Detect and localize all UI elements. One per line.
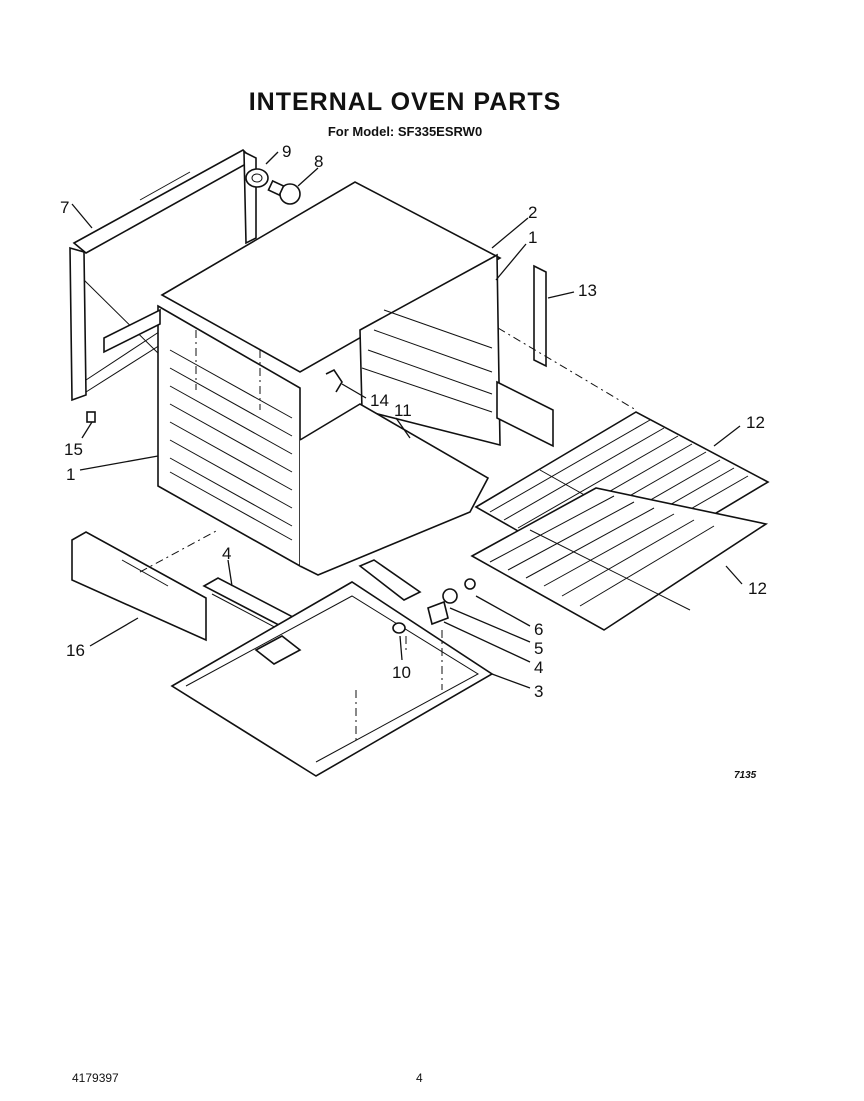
alignment-lines (139, 327, 637, 740)
part-13-bracket (533, 264, 547, 368)
part-10-nut (392, 622, 406, 634)
callout-11: 11 (394, 401, 412, 420)
callout-1-top: 1 (528, 228, 537, 247)
callout-12-bottom: 12 (748, 579, 767, 598)
callout-12-top: 12 (746, 413, 765, 432)
page-number: 4 (416, 1071, 423, 1085)
callout-14: 14 (370, 391, 389, 410)
part-5-hinge-bracket (427, 600, 449, 626)
callout-4-left: 4 (222, 544, 231, 563)
part-6-washer (442, 578, 476, 604)
callout-10: 10 (392, 663, 411, 682)
callout-8: 8 (314, 152, 323, 171)
callout-16: 16 (66, 641, 85, 660)
callout-15: 15 (64, 440, 83, 459)
part-15-screw (86, 411, 96, 423)
part-4-hinge-right (358, 559, 422, 601)
callout-1-left: 1 (66, 465, 75, 484)
callout-13: 13 (578, 281, 597, 300)
model-subtitle: For Model: SF335ESRW0 (327, 124, 483, 139)
part-14-clip (325, 368, 343, 393)
part-8-bulb (267, 179, 301, 205)
callout-9: 9 (282, 142, 291, 161)
part-9-socket (245, 168, 269, 188)
callout-2: 2 (528, 203, 537, 222)
leader-lines (71, 151, 743, 689)
oven-liner (103, 181, 554, 576)
callout-7: 7 (60, 198, 69, 217)
callout-4-right: 4 (534, 658, 543, 677)
figure-code: 7135 (734, 770, 757, 781)
part-16-kick-panel (71, 531, 207, 642)
document-number: 4179397 (72, 1071, 119, 1085)
callout-5: 5 (534, 639, 543, 658)
callout-3: 3 (534, 682, 543, 701)
part-12-rack-lower (470, 487, 769, 631)
page-title: INTERNAL OVEN PARTS (248, 88, 562, 116)
callout-6: 6 (534, 620, 543, 639)
